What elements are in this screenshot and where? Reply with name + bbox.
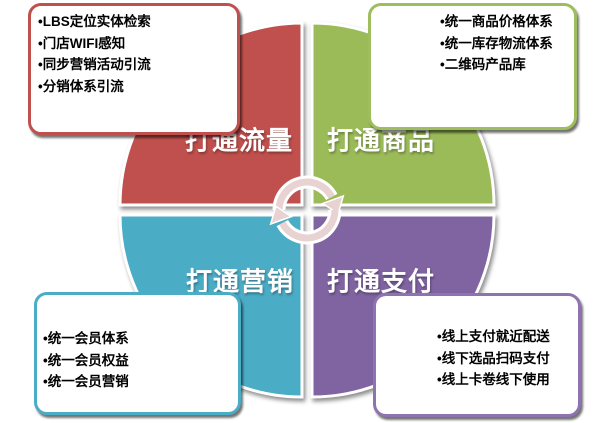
list-item: •LBS定位实体检索 [38,14,151,29]
quadrant-label-marketing: 打通营销 [185,266,295,297]
list-item: •线上支付就近配送 [437,329,550,344]
quadrant-label-goods: 打通商品 [326,125,436,156]
cycle-arrow-bottom-head [269,205,293,226]
callout-box-payment: •线上支付就近配送 •线下选品扫码支付 •线上卡卷线下使用 [373,293,581,417]
list-item: •统一商品价格体系 [440,14,553,29]
cycle-arrow-bottom [279,209,339,242]
quadrant-label-payment: 打通支付 [326,266,436,297]
list-item: •统一会员体系 [43,331,129,346]
list-item: •门店WIFI感知 [38,35,126,51]
list-item: •统一库存物流体系 [440,35,553,51]
list-item: •线上卡卷线下使用 [437,372,550,387]
callout-box-goods: •统一商品价格体系 •统一库存物流体系 •二维码产品库 [368,3,577,130]
cycle-arrows-icon [269,175,345,245]
list-item: •二维码产品库 [440,57,526,72]
list-item: •分销体系引流 [38,78,124,94]
cycle-arrow-top [275,178,335,211]
list-item: •统一会员营销 [43,374,129,389]
callout-box-marketing: •统一会员体系 •统一会员权益 •统一会员营销 [34,292,241,415]
list-item: •统一会员权益 [43,352,129,368]
callout-box-traffic: •LBS定位实体检索 •门店WIFI感知 •同步营销活动引流 •分销体系引流 [28,3,240,135]
cycle-arrow-top-head [321,194,345,215]
list-item: •线下选品扫码支付 [437,350,550,366]
list-item: •同步营销活动引流 [38,57,151,72]
